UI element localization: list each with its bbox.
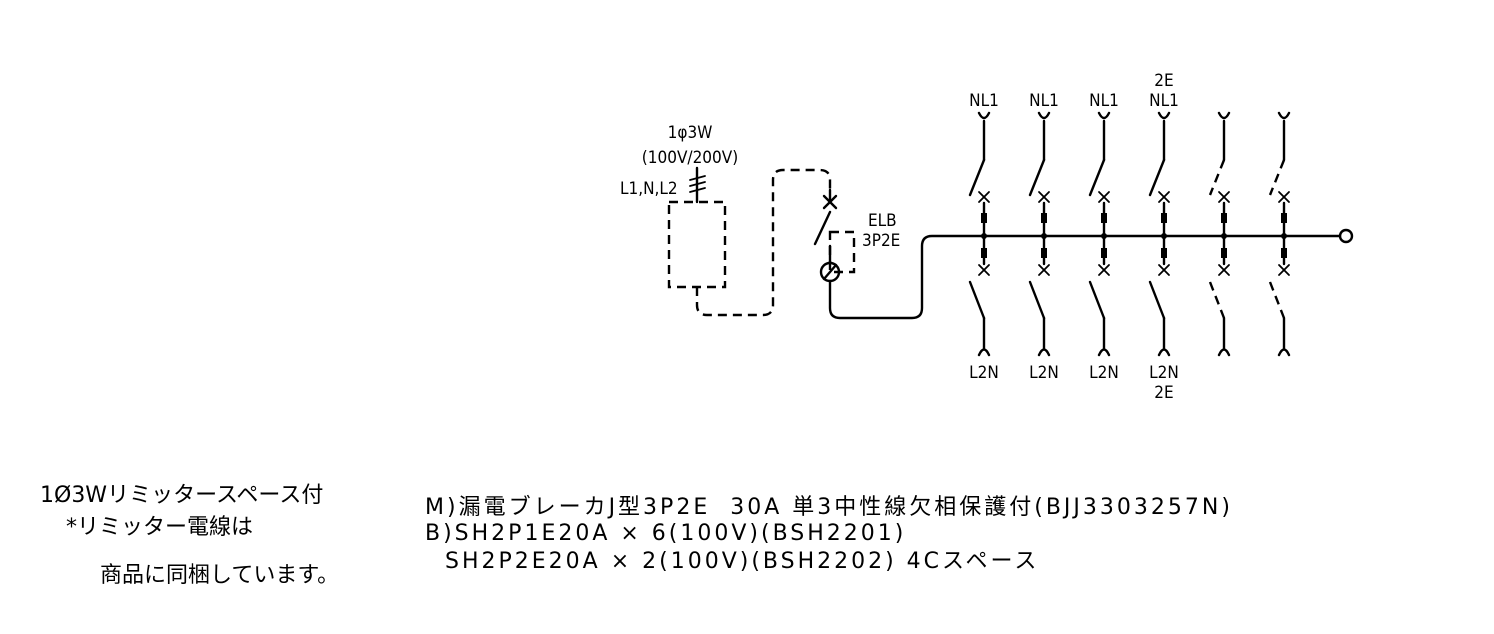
main-breaker-name: ELB [868, 211, 897, 231]
branch-bottom-label: L2N [1089, 363, 1119, 383]
phase-label: 1φ3W [668, 123, 713, 143]
branch-top-label: NL1 [1029, 91, 1059, 111]
contact-top [1101, 213, 1107, 223]
bus-junction [981, 233, 987, 239]
spec-branch-line2: SH2P2E20A × 2(100V)(BSH2202) 4Cスペース [425, 549, 1040, 574]
main-breaker-type: 3P2E [862, 231, 900, 251]
terminal-bottom [977, 348, 991, 357]
terminal-top [977, 111, 991, 120]
bus-junction [1221, 233, 1227, 239]
bus-end-terminal [1338, 228, 1354, 244]
contact-bottom [981, 248, 987, 258]
branch-bottom-extra-label: 2E [1154, 383, 1173, 403]
terminal-top [1277, 111, 1291, 120]
terminal-bottom [1277, 348, 1291, 357]
bus-junction [1101, 233, 1107, 239]
terminal-top [1097, 111, 1111, 120]
terminal-bottom [1217, 348, 1231, 357]
limiter-note-line1: 1Ø3Wリミッタースペース付 [40, 483, 324, 508]
spec-branch-line1: B)SH2P1E20A × 6(100V)(BSH2201) [425, 521, 907, 546]
limiter-wire [695, 168, 832, 317]
contact-bottom [1221, 248, 1227, 258]
contact-bottom [1101, 248, 1107, 258]
limiter-note-line3: 商品に同梱しています。 [100, 563, 340, 588]
bus-junction [1041, 233, 1047, 239]
branch-top-label: NL1 [1089, 91, 1119, 111]
contact-bottom [1281, 248, 1287, 258]
contact-top [1161, 213, 1167, 223]
terminal-top [1157, 111, 1171, 120]
contact-top [1041, 213, 1047, 223]
branch-breaker-5 [1208, 111, 1231, 357]
three-wire-mark [689, 166, 706, 204]
branch-bottom-label: L2N [1149, 363, 1179, 383]
wires-label: L1,N,L2 [620, 179, 678, 199]
contact-top [1281, 213, 1287, 223]
terminal-bottom [1097, 348, 1111, 357]
voltage-label: (100V/200V) [642, 148, 738, 168]
terminal-bottom [1037, 348, 1051, 357]
limiter-space-box [667, 200, 727, 289]
branch-top-label: NL1 [1149, 91, 1179, 111]
terminal-top [1217, 111, 1231, 120]
branch-breaker-6 [1268, 111, 1291, 357]
contact-bottom [1161, 248, 1167, 258]
main-breaker-symbol [813, 188, 1342, 320]
contact-top [1221, 213, 1227, 223]
spec-main-breaker: M)漏電ブレーカJ型3P2E 30A 単3中性線欠相保護付(BJJ3303257… [425, 495, 1233, 520]
branch-top-label: NL1 [969, 91, 999, 111]
branch-bottom-label: L2N [1029, 363, 1059, 383]
bus-junction [1161, 233, 1167, 239]
bus-junction [1281, 233, 1287, 239]
branch-bottom-label: L2N [969, 363, 999, 383]
contact-bottom [1041, 248, 1047, 258]
limiter-note-line2: *リミッター電線は [66, 515, 254, 540]
contact-top [981, 213, 987, 223]
terminal-top [1037, 111, 1051, 120]
branch-top-extra-label: 2E [1154, 71, 1173, 91]
terminal-bottom [1157, 348, 1171, 357]
